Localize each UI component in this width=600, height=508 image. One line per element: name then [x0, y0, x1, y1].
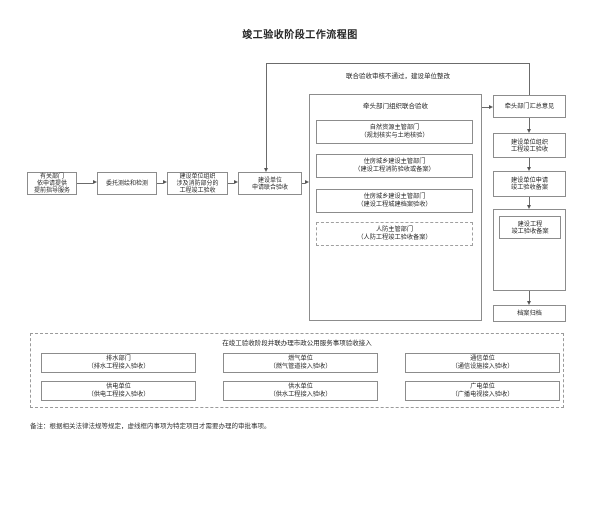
completion-filing-group: 建设工程 竣工验收备案: [493, 209, 566, 291]
feedback-line-right: [529, 63, 530, 95]
node-lead-dept-summary: 牵头部门汇总意见: [493, 95, 566, 118]
node-housing-dept-fire-acceptance: 住房城乡建设主管部门 （建设工程消防验收或备案）: [316, 154, 473, 178]
node-apply-completion-filing: 建设单位申请 竣工验收备案: [493, 171, 566, 197]
joint-acceptance-group-header: 牵头部门组织联合验收: [363, 102, 428, 110]
flow-connector: [157, 183, 163, 184]
flow-connector: [529, 118, 530, 129]
node-fire-part-completion-acceptance: 建设单位组织 涉及消防部分的 工程竣工验收: [167, 172, 228, 195]
footnote: 备注：根据相关法律法规等规定，虚线框内事项为特定项目才需要办理的审批事项。: [30, 422, 271, 430]
arrowhead: [163, 180, 167, 184]
node-housing-dept-archives-acceptance: 住房城乡建设主管部门 （建设工程城建档案验收）: [316, 189, 473, 213]
flow-connector: [529, 291, 530, 301]
joint-acceptance-group: 牵头部门组织联合验收 自然资源主管部门 （规划核实与土地核验） 住房城乡建设主管…: [309, 94, 482, 321]
feedback-label: 联合验收审核不通过，建设单位整改: [298, 70, 498, 80]
arrowhead: [489, 104, 493, 109]
node-survey-and-testing: 委托测绘和检测: [97, 172, 157, 195]
node-natural-resources-dept: 自然资源主管部门 （规划核实与土地核验）: [316, 120, 473, 144]
arrowhead-feedback: [264, 168, 268, 172]
node-power-unit: 供电单位 （供电工程接入验收）: [41, 381, 196, 401]
arrowhead: [527, 301, 531, 305]
node-broadcast-unit: 广电单位 （广播电视接入验收）: [405, 381, 560, 401]
arrowhead: [527, 129, 531, 133]
node-drainage-dept: 排水部门 （排水工程接入验收）: [41, 353, 196, 373]
arrowhead: [305, 180, 309, 184]
node-completion-filing: 建设工程 竣工验收备案: [499, 216, 561, 239]
node-archive: 档案归档: [493, 305, 566, 322]
flow-connector: [302, 183, 305, 184]
parallel-utilities-group: 在竣工验收阶段并联办理市政公用服务事项验收接入 排水部门 （排水工程接入验收） …: [30, 333, 564, 408]
arrowhead: [234, 180, 238, 184]
flow-connector: [529, 197, 530, 205]
flow-connector: [228, 183, 234, 184]
flow-connector: [529, 158, 530, 167]
node-org-completion-acceptance: 建设单位组织 工程竣工验收: [493, 133, 566, 158]
parallel-utilities-title: 在竣工验收阶段并联办理市政公用服务事项验收接入: [222, 339, 372, 347]
node-civil-defense-dept: 人防主管部门 （人防工程竣工验收备案）: [316, 222, 473, 246]
arrowhead: [93, 180, 97, 184]
node-related-depts-guidance: 有关部门 依申请提供 提前指导服务: [27, 172, 77, 195]
arrowhead: [527, 205, 531, 209]
feedback-line-top: [266, 63, 530, 64]
node-gas-unit: 燃气单位 （燃气管道接入验收）: [223, 353, 378, 373]
arrowhead: [527, 167, 531, 171]
node-apply-joint-acceptance: 建设单位 申请联合验收: [238, 172, 302, 195]
page-title: 竣工验收阶段工作流程图: [242, 30, 358, 41]
feedback-line-left: [266, 63, 267, 168]
node-telecom-unit: 通信单位 （通信设施接入验收）: [405, 353, 560, 373]
flow-connector: [77, 183, 93, 184]
node-water-unit: 供水单位 （供水工程接入验收）: [223, 381, 378, 401]
flow-connector: [482, 107, 489, 108]
